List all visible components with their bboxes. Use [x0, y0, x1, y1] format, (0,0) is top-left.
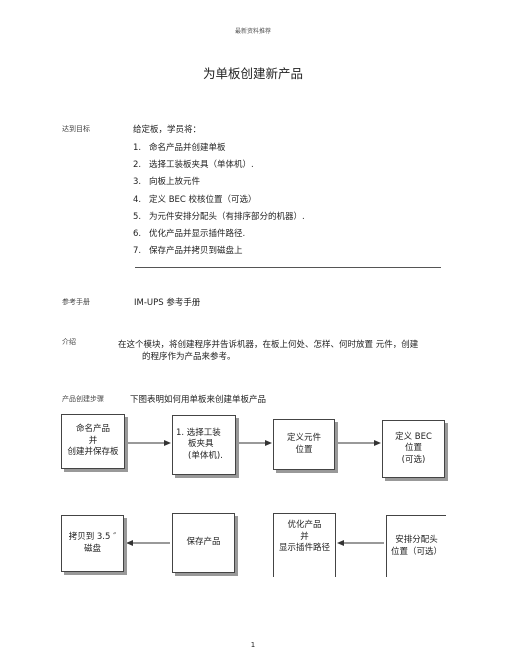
- flow-description: 下图表明如何用单板来创建单板产品: [130, 395, 267, 405]
- reference-text: IM-UPS 参考手册: [134, 298, 201, 308]
- label-reference: 参考手册: [62, 298, 90, 306]
- list-item: 4.定义 BEC 校核位置（可选）: [133, 194, 257, 205]
- page-header: 最新资料推荐: [234, 28, 271, 35]
- list-item: 6.优化产品并显示插件路径.: [133, 228, 246, 239]
- intro-line-1: 在这个模块，将创建程序并告诉机器，在板上何处、怎样、何时放置 元件，创建: [118, 340, 419, 350]
- flow-box-name-product: 命名产品并创建并保存板: [61, 414, 125, 469]
- label-intro: 介绍: [62, 338, 76, 346]
- page-title: 为单板创建新产品: [202, 66, 303, 81]
- flow-box-define-positions: 定义元件位置: [273, 419, 335, 470]
- goal-intro: 给定板，学员将：: [133, 125, 202, 135]
- list-item: 7.保存产品并拷贝到磁盘上: [133, 246, 243, 257]
- page-number: 1: [250, 641, 256, 649]
- list-item: 1.命名产品并创建单板: [133, 143, 226, 153]
- goal-list: 1.命名产品并创建单板 2.选择工装板夹具（单体机）. 3.向板上放元件 4.定…: [133, 140, 305, 260]
- label-steps: 产品创建步骤: [62, 395, 104, 403]
- flow-box-copy-disk: 拷贝到 3.5 ″磁盘: [61, 515, 124, 572]
- list-item: 5.为元件安排分配头（有排序部分的机器）.: [133, 211, 305, 222]
- divider: [135, 267, 441, 268]
- flow-box-optimize: 优化产品并显示插件路径: [273, 513, 336, 577]
- list-item: 3.向板上放元件: [133, 177, 201, 188]
- flow-box-select-fixture: 1. 选择工装板夹具(单体机).: [172, 415, 236, 475]
- label-goal: 达到目标: [62, 125, 90, 133]
- list-item: 2.选择工装板夹具（单体机）.: [133, 160, 254, 171]
- intro-line-2: 的程序作为产品来参考。: [142, 352, 236, 362]
- flow-box-save-product: 保存产品: [172, 513, 235, 573]
- flow-box-assign-heads: 安排分配头位置（可选）: [386, 515, 446, 577]
